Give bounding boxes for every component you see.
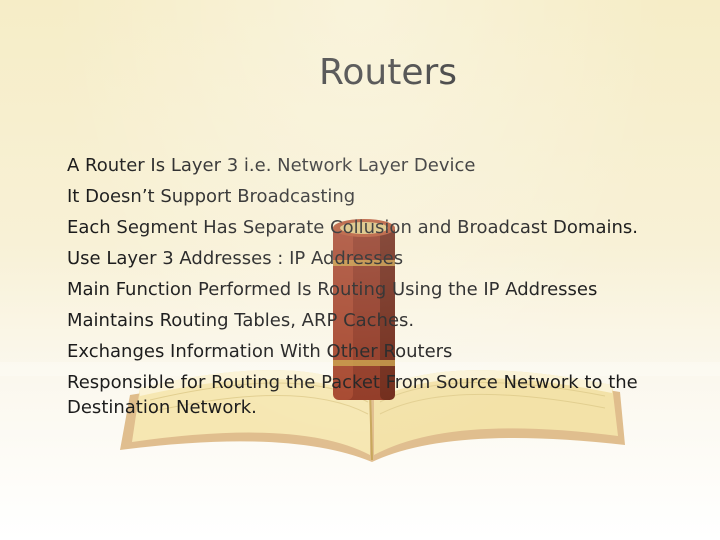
bullet-item: Maintains Routing Tables, ARP Caches. (67, 310, 415, 331)
bullet-item: A Router Is Layer 3 i.e. Network Layer D… (67, 155, 476, 176)
open-book-illustration (120, 369, 625, 462)
bullet-list: A Router Is Layer 3 i.e. Network Layer D… (67, 153, 667, 426)
bullet-item: Main Function Performed Is Routing Using… (67, 279, 598, 300)
bullet-item: Use Layer 3 Addresses : IP Addresses (67, 248, 404, 269)
red-book-illustration (333, 219, 395, 400)
bullet-item: Responsible for Routing the Packet From … (67, 372, 638, 418)
bullet-item: It Doesn’t Support Broadcasting (67, 186, 356, 207)
bullet-item: Each Segment Has Separate Collusion and … (67, 217, 639, 238)
slide-title: Routers (318, 52, 458, 93)
bullet-item: Exchanges Information With Other Routers (67, 341, 453, 362)
